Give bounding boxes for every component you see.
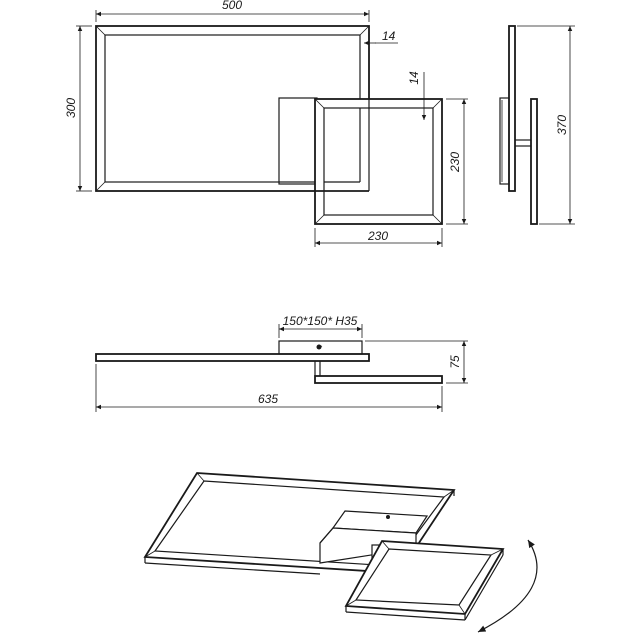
top-large-frame <box>95 353 370 362</box>
canopy-size-label: 150*150* H35 <box>283 314 358 328</box>
side-view: 370 <box>499 25 575 225</box>
side-large-frame <box>508 25 516 192</box>
front-width-label: 500 <box>222 0 242 12</box>
perspective-view <box>143 472 538 633</box>
total-width-label: 635 <box>258 392 278 406</box>
top-view: 150*150* H35 75 635 <box>95 314 468 412</box>
frame-thickness-small-label: 14 <box>407 71 421 85</box>
top-height-label: 75 <box>448 355 462 369</box>
small-frame-inner <box>323 107 434 216</box>
frame-thickness-top-label: 14 <box>382 29 396 43</box>
side-small-frame <box>530 98 538 225</box>
canopy-front <box>278 97 318 185</box>
front-height-label: 300 <box>64 98 78 118</box>
persp-canopy-screw <box>386 515 390 519</box>
side-depth-label: 370 <box>555 115 569 135</box>
side-canopy <box>499 97 510 185</box>
rotation-arrow-icon <box>477 539 538 633</box>
canopy-screw <box>316 344 322 350</box>
small-height-label: 230 <box>448 152 462 173</box>
small-frame-outer <box>314 98 443 225</box>
small-width-label: 230 <box>367 229 388 243</box>
front-view: 500 300 14 14 230 230 <box>64 0 468 247</box>
top-small-frame <box>314 375 443 384</box>
